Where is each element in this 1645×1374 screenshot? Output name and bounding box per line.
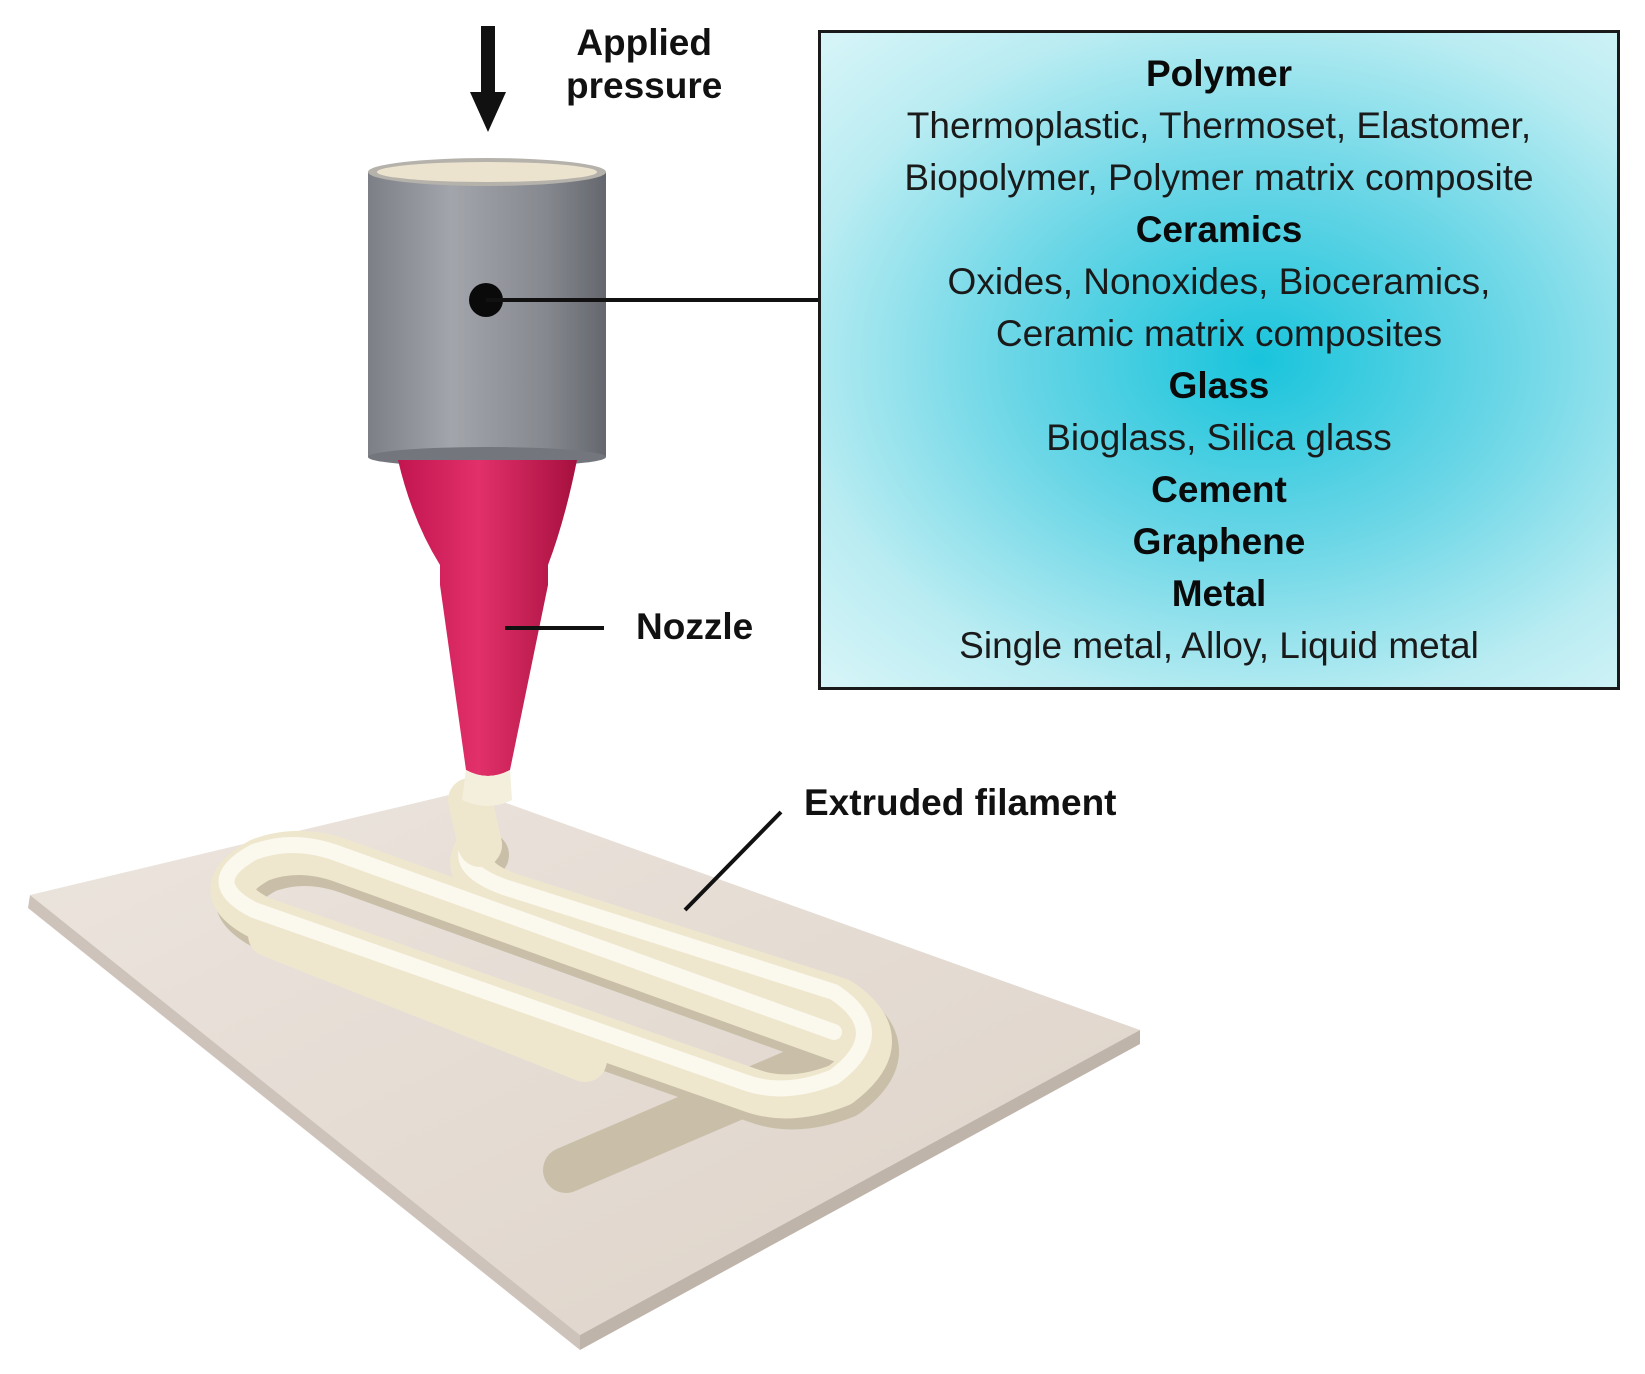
applied-pressure-arrow: [470, 26, 506, 132]
applied-pressure-line-1: Applied: [576, 22, 712, 63]
material-category-title: Glass: [1168, 365, 1270, 406]
filament-leader-line: [683, 810, 783, 912]
materials-box: Polymer Thermoplastic, Thermoset, Elasto…: [818, 30, 1620, 690]
material-category-title: Ceramics: [1135, 209, 1303, 250]
material-category-detail: Thermoplastic, Thermoset, Elastomer,: [906, 105, 1532, 146]
nozzle-label: Nozzle: [636, 606, 754, 647]
extruded-filament: [210, 778, 899, 1193]
material-category-detail: Biopolymer, Polymer matrix composite: [904, 157, 1534, 198]
material-category-title: Graphene: [1132, 521, 1306, 562]
material-category-detail: Oxides, Nonoxides, Bioceramics,: [947, 261, 1491, 302]
material-category-detail: Ceramic matrix composites: [995, 313, 1443, 354]
extruded-filament-label: Extruded filament: [804, 782, 1117, 823]
material-category-detail: Bioglass, Silica glass: [1046, 417, 1392, 458]
applied-pressure-line-2: pressure: [566, 64, 723, 106]
nozzle-body: [398, 460, 577, 806]
applied-pressure-label: Applied pressure: [566, 22, 722, 107]
material-category-title: Cement: [1151, 469, 1287, 510]
material-category-title: Metal: [1171, 573, 1267, 614]
material-category-detail: Single metal, Alloy, Liquid metal: [959, 625, 1479, 666]
material-category-title: Polymer: [1145, 53, 1292, 94]
